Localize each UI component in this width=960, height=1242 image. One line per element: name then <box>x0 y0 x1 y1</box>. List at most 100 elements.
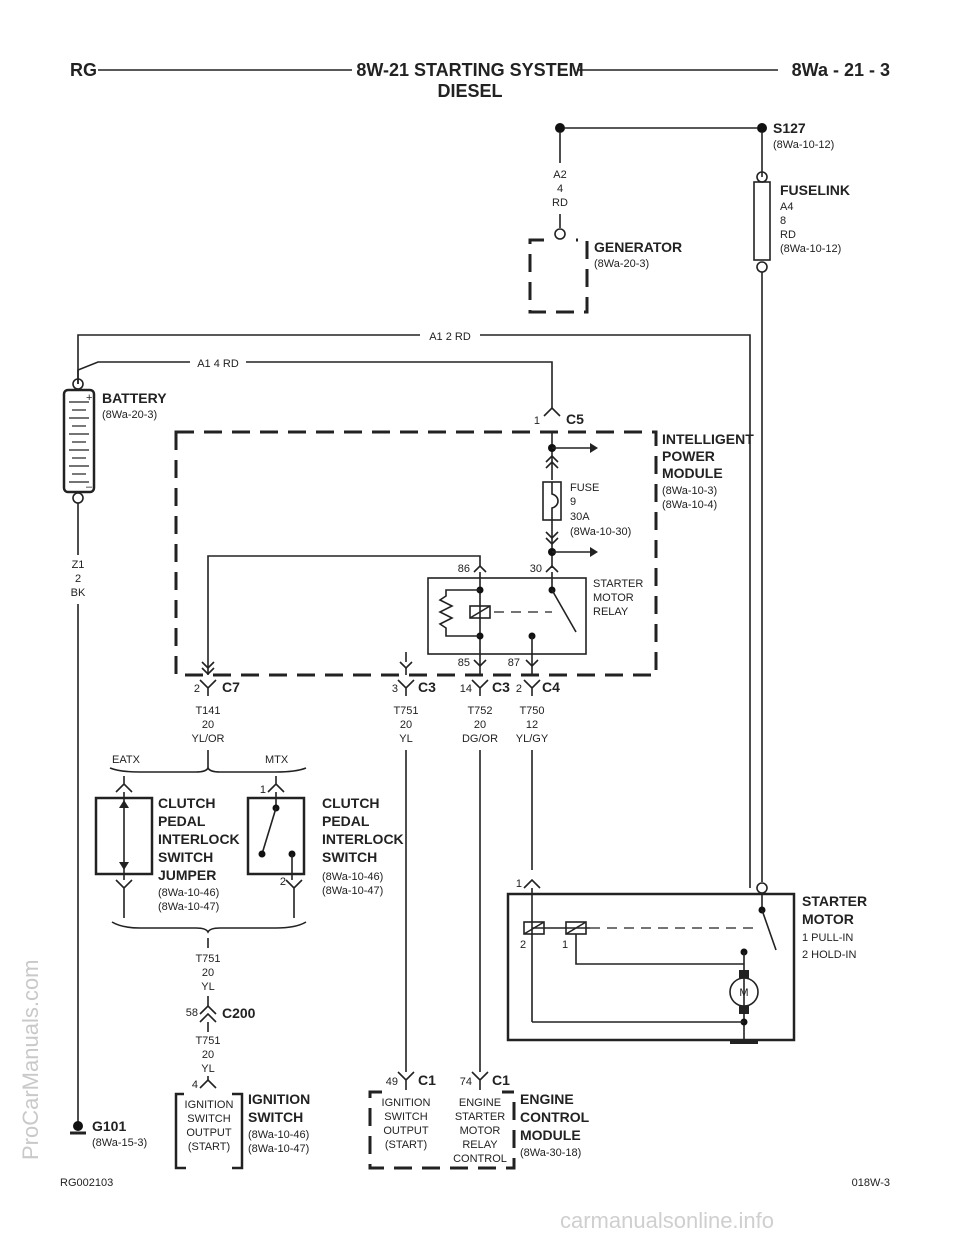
ignsw-box-4: (START) <box>188 1141 230 1153</box>
jumper-ref-1: (8Wa-10-46) <box>158 887 219 899</box>
header-title: 8W-21 STARTING SYSTEM <box>356 60 583 80</box>
starter-desc-2: 2 HOLD-IN <box>802 949 856 961</box>
ign-pin: 4 <box>192 1079 198 1091</box>
ignsw-box-3: OUTPUT <box>186 1127 232 1139</box>
c3a-pin: 3 <box>392 683 398 695</box>
ground-ref: (8Wa-15-3) <box>92 1137 147 1149</box>
gen-wire-gauge: 4 <box>557 183 563 195</box>
relay-name-2: MOTOR <box>593 592 634 604</box>
generator-terminal <box>554 228 566 240</box>
eatx-label: EATX <box>112 754 141 766</box>
starter-coil-2: 2 <box>520 939 526 951</box>
t751b-gauge: 20 <box>202 967 214 979</box>
motor-label: M <box>739 987 748 999</box>
ecm-b-2: STARTER <box>455 1111 505 1123</box>
watermark-side: ProCarManuals.com <box>18 959 43 1160</box>
c3b-pin: 14 <box>460 683 472 695</box>
c5-name: C5 <box>566 411 584 427</box>
battery-plus: + <box>86 392 92 404</box>
footer-right: 018W-3 <box>852 1177 890 1189</box>
t751a-circuit: T751 <box>393 705 418 717</box>
fuse-label: FUSE <box>570 482 599 494</box>
relay-pin-87: 87 <box>508 657 520 669</box>
t750-color: YL/GY <box>516 733 549 745</box>
c5-pin: 1 <box>534 415 540 427</box>
starter-name-2: MOTOR <box>802 911 854 927</box>
relay-name-3: RELAY <box>593 606 629 618</box>
relay-pin-30: 30 <box>530 563 542 575</box>
ipm-ref-1: (8Wa-10-3) <box>662 485 717 497</box>
t141-circuit: T141 <box>195 705 220 717</box>
header-left: RG <box>70 60 97 80</box>
jumper-name-1: CLUTCH <box>158 795 216 811</box>
t141-color: YL/OR <box>191 733 224 745</box>
ipm-name-2: POWER <box>662 448 715 464</box>
cswitch-ref-1: (8Wa-10-46) <box>322 871 383 883</box>
ecm-b-3: MOTOR <box>460 1125 501 1137</box>
bat-wire-gauge: 2 <box>75 573 81 585</box>
ignsw-ref-2: (8Wa-10-47) <box>248 1143 309 1155</box>
starter-desc-1: 1 PULL-IN <box>802 932 853 944</box>
cswitch-name-2: PEDAL <box>322 813 370 829</box>
c1a-name: C1 <box>418 1072 436 1088</box>
ground-name: G101 <box>92 1118 126 1134</box>
wire-a1-mid: A1 4 RD <box>197 358 239 370</box>
ignsw-name-1: IGNITION <box>248 1091 310 1107</box>
ecm-a-2: SWITCH <box>384 1111 427 1123</box>
battery-ref: (8Wa-20-3) <box>102 409 157 421</box>
header: RG 8W-21 STARTING SYSTEM DIESEL 8Wa - 21… <box>70 60 890 101</box>
cswitch-pin-1: 1 <box>260 784 266 796</box>
battery-minus: – <box>86 481 93 493</box>
t141-gauge: 20 <box>202 719 214 731</box>
t751a-color: YL <box>399 733 412 745</box>
bat-wire-circuit: Z1 <box>72 559 85 571</box>
t751c-gauge: 20 <box>202 1049 214 1061</box>
fuselink-ref: (8Wa-10-12) <box>780 243 841 255</box>
t751b-color: YL <box>201 981 214 993</box>
fuselink-gauge: 8 <box>780 215 786 227</box>
ecm-a-1: IGNITION <box>382 1097 431 1109</box>
c1b-name: C1 <box>492 1072 510 1088</box>
ecm-b-1: ENGINE <box>459 1097 501 1109</box>
gen-wire-color: RD <box>552 197 568 209</box>
ipm-name-1: INTELLIGENT <box>662 431 754 447</box>
jumper-name-3: INTERLOCK <box>158 831 240 847</box>
t750-circuit: T750 <box>519 705 544 717</box>
splice-name: S127 <box>773 120 806 136</box>
ground-dot <box>73 1121 83 1131</box>
jumper-name-2: PEDAL <box>158 813 206 829</box>
mtx-label: MTX <box>265 754 289 766</box>
c3a-name: C3 <box>418 679 436 695</box>
jumper-ref-2: (8Wa-10-47) <box>158 901 219 913</box>
ecm-name-3: MODULE <box>520 1127 581 1143</box>
generator-box <box>528 238 589 314</box>
ipm-box <box>174 430 658 677</box>
c7-pin: 2 <box>194 683 200 695</box>
ecm-box <box>368 1090 516 1170</box>
ecm-ref: (8Wa-30-18) <box>520 1147 581 1159</box>
gen-wire-circuit: A2 <box>553 169 566 181</box>
cswitch-name-4: SWITCH <box>322 849 377 865</box>
t751c-color: YL <box>201 1063 214 1075</box>
battery-name: BATTERY <box>102 390 167 406</box>
starter-name-1: STARTER <box>802 893 867 909</box>
c4-name: C4 <box>542 679 560 695</box>
c200-name: C200 <box>222 1005 256 1021</box>
cswitch-name-1: CLUTCH <box>322 795 380 811</box>
starter-box <box>506 892 796 1042</box>
ecm-a-3: OUTPUT <box>383 1125 429 1137</box>
fuselink-circuit: A4 <box>780 201 793 213</box>
footer-left: RG002103 <box>60 1177 113 1189</box>
ipm-ref-2: (8Wa-10-4) <box>662 499 717 511</box>
generator-ref: (8Wa-20-3) <box>594 258 649 270</box>
fuse-ref: (8Wa-10-30) <box>570 526 631 538</box>
ignsw-box-2: SWITCH <box>187 1113 230 1125</box>
relay-pin-86: 86 <box>458 563 470 575</box>
header-subtitle: DIESEL <box>437 81 502 101</box>
ecm-b-4: RELAY <box>462 1139 498 1151</box>
bat-wire-color: BK <box>71 587 86 599</box>
c200-pin: 58 <box>186 1007 198 1019</box>
splice-dot-left <box>555 123 565 133</box>
t751a-gauge: 20 <box>400 719 412 731</box>
